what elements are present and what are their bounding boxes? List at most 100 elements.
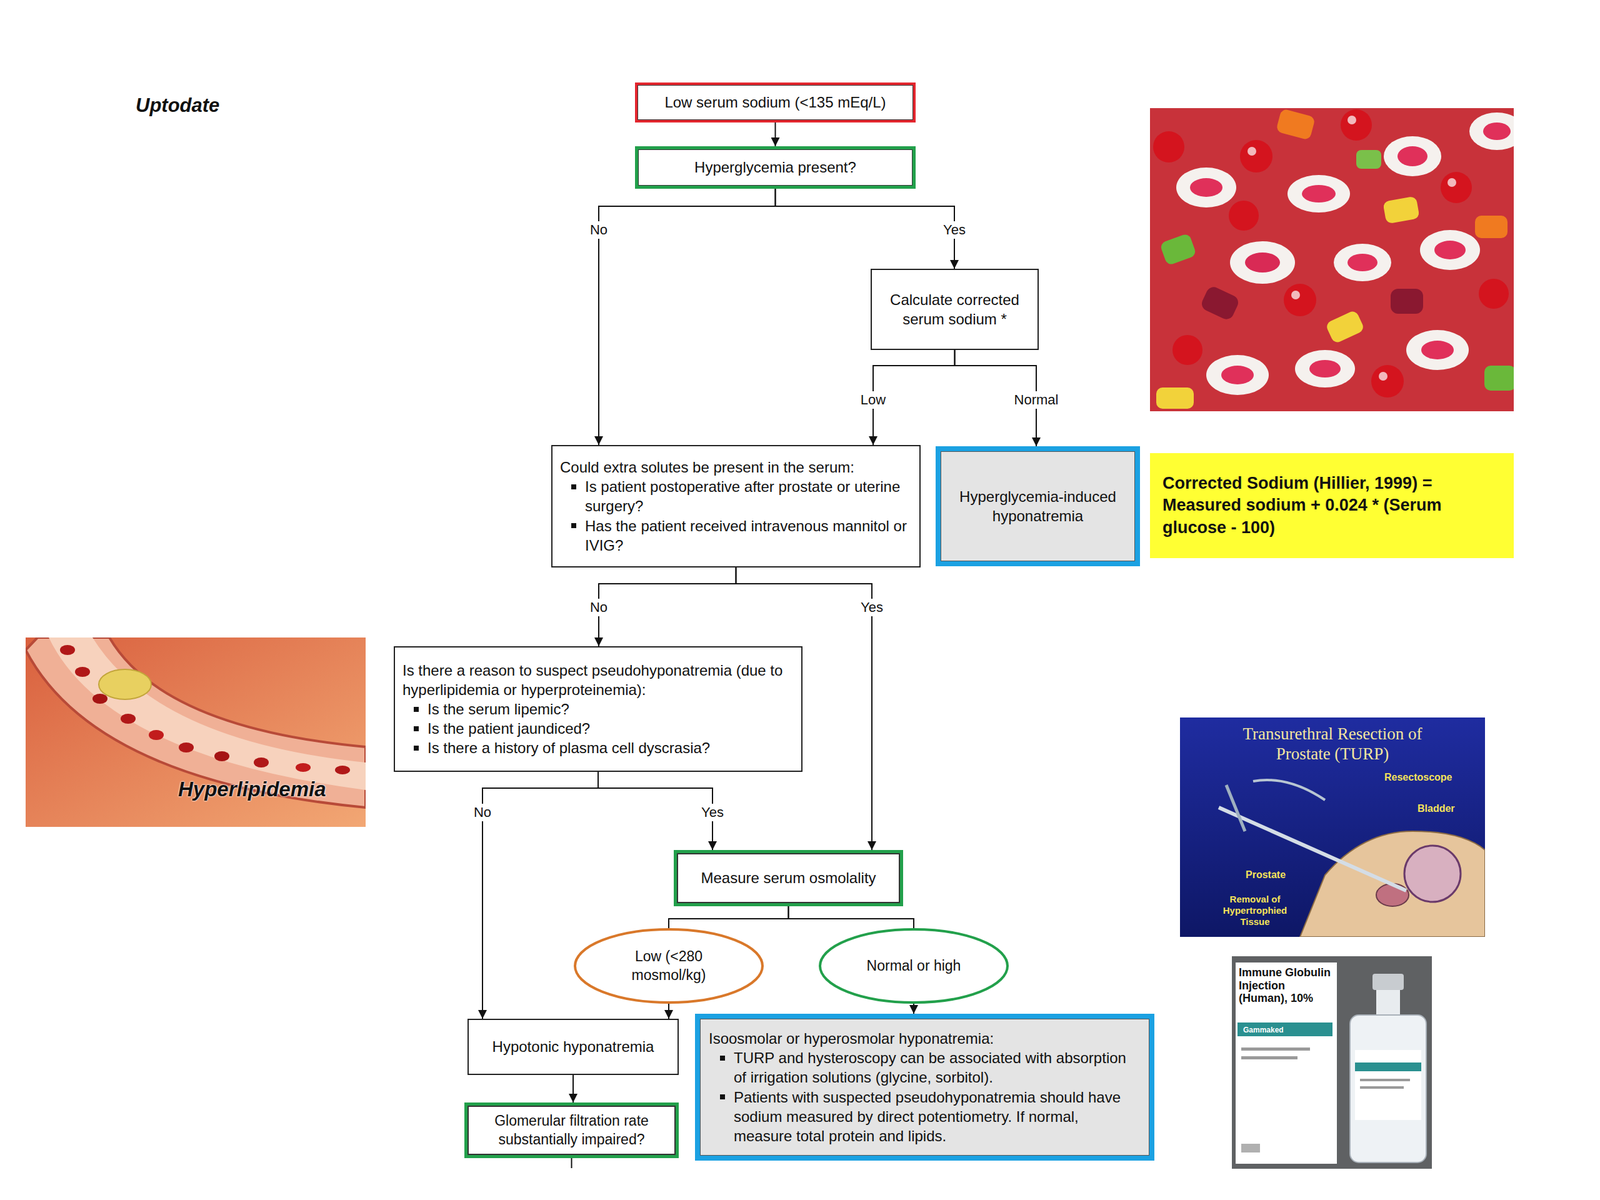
node-text: Hyperglycemia-induced hyponatremia	[959, 488, 1117, 525]
red-ball-sweet	[1440, 171, 1472, 204]
branch-label: Normal	[1010, 391, 1063, 409]
gummy-sweet	[1199, 284, 1241, 322]
text-block: Glomerular filtration rate substantially…	[472, 1111, 671, 1150]
resectoscope-shaft	[1218, 807, 1407, 891]
jelly-centre	[1483, 122, 1511, 140]
process-box: Glomerular filtration rate substantially…	[464, 1102, 679, 1159]
node-text: Glomerular filtration rate substantially…	[494, 1112, 649, 1148]
highlight	[1291, 290, 1300, 300]
gummy-sweet	[1275, 108, 1316, 140]
jelly-centre	[1397, 146, 1428, 167]
text-block: Corrected Sodium (Hillier, 1999) = Measu…	[1162, 472, 1502, 539]
process-box: Hypotonic hyponatremia	[467, 1018, 679, 1075]
blood-cell	[214, 751, 230, 762]
text-block: Low (<280 mosmol/kg)	[598, 947, 739, 985]
text-block: Measure serum osmolality	[684, 868, 893, 888]
bullet-item: Is there a history of plasma cell dyscra…	[402, 738, 794, 758]
flow-connector	[913, 1003, 915, 1014]
resectoscope-handle	[1226, 785, 1245, 832]
text-block: Hypotonic hyponatremia	[476, 1036, 670, 1057]
gummy-sweet	[1382, 196, 1420, 225]
highlight	[1378, 371, 1388, 381]
picture-caption: Bladder	[1417, 802, 1455, 815]
bullet-marker	[720, 1055, 725, 1061]
node-text: Low (<280 mosmol/kg)	[631, 948, 707, 984]
blood-cell	[295, 763, 311, 772]
jelly-sweet	[1295, 350, 1355, 388]
source-note: Uptodate	[135, 93, 220, 117]
ivig-picture	[1231, 956, 1432, 1169]
blood-cell	[253, 757, 269, 768]
bullet-marker	[720, 1094, 725, 1100]
blood-cell	[148, 730, 164, 740]
bullet-text: Is the serum lipemic?	[427, 700, 570, 718]
process-box: Hyperglycemia present?	[635, 146, 916, 189]
flow-connector	[598, 771, 713, 850]
jelly-sweet	[1206, 355, 1269, 395]
turp-picture	[1180, 717, 1485, 937]
branch-label: No	[586, 598, 612, 617]
picture-caption: Removal of Hypertrophied Tissue	[1217, 893, 1293, 928]
node-text: Could extra solutes be present in the se…	[560, 458, 855, 476]
bottle-body	[1350, 1015, 1427, 1163]
jelly-centre	[1301, 185, 1336, 203]
process-box: Low serum sodium (<135 mEq/L)	[635, 82, 916, 123]
branch-ellipse: Low (<280 mosmol/kg)	[573, 928, 764, 1004]
picture-caption: Transurethral Resection of Prostate (TUR…	[1220, 723, 1445, 765]
process-box: Is there a reason to suspect pseudohypon…	[393, 646, 803, 772]
jelly-centre	[1309, 360, 1341, 378]
bottle-label	[1355, 1050, 1422, 1120]
node-text: Low serum sodium (<135 mEq/L)	[664, 93, 886, 111]
candy-photo	[1150, 108, 1514, 412]
result-box: Hyperglycemia-induced hyponatremia	[935, 446, 1140, 567]
carton-logo	[1241, 1143, 1260, 1153]
bullet-marker	[571, 484, 577, 490]
fine-print	[1241, 1047, 1310, 1051]
plaque	[98, 669, 152, 700]
bullet-marker	[571, 523, 577, 529]
continuation-line	[571, 1158, 573, 1169]
jelly-sweet	[1230, 241, 1295, 284]
carton-band	[1237, 1022, 1333, 1037]
red-ball-sweet	[1283, 283, 1317, 317]
node-text: Calculate corrected serum sodium *	[890, 291, 1020, 328]
jelly-centre	[1421, 340, 1454, 360]
artery-lumen	[48, 637, 366, 790]
red-ball-sweet	[1172, 335, 1203, 365]
jelly-centre	[1434, 240, 1466, 260]
gummy-sweet	[1390, 288, 1424, 314]
branch-label: Low	[856, 391, 890, 409]
ellipse-outline	[573, 928, 764, 1004]
flow-connector	[598, 567, 737, 647]
flow-connector	[482, 771, 599, 1019]
red-ball-sweet	[1340, 109, 1372, 141]
ellipse-outline	[820, 929, 1008, 1003]
bullet-item: Is the patient jaundiced?	[402, 718, 794, 739]
flow-connector	[668, 906, 789, 929]
bullet-text: Is there a history of plasma cell dyscra…	[427, 739, 710, 757]
carton	[1235, 962, 1337, 1164]
branch-label: Yes	[697, 803, 728, 822]
process-box: Could extra solutes be present in the se…	[551, 445, 921, 568]
formula-box: Corrected Sodium (Hillier, 1999) = Measu…	[1150, 453, 1514, 559]
branch-label: No	[470, 803, 495, 822]
ellipse-outline	[575, 929, 763, 1003]
jelly-centre	[1347, 253, 1378, 272]
artery-picture	[25, 637, 366, 827]
process-box: Calculate corrected serum sodium *	[870, 268, 1039, 350]
node-text: Normal or high	[866, 957, 962, 974]
red-ball-sweet	[1228, 200, 1259, 231]
red-ball-sweet	[1240, 140, 1273, 173]
fine-print	[1360, 1086, 1404, 1089]
bullet-text: TURP and hysteroscopy can be associated …	[733, 1049, 1127, 1086]
gummy-sweet	[1159, 233, 1197, 267]
bullet-marker	[413, 745, 419, 751]
blood-cell	[120, 713, 136, 724]
bullet-item: Has the patient received intravenous man…	[560, 516, 912, 555]
flow-connector	[668, 1003, 670, 1019]
node-text: Hypotonic hyponatremia	[492, 1038, 655, 1055]
gummy-sweet	[1475, 215, 1508, 239]
picture-caption: Immune Globulin Injection (Human), 10%	[1238, 966, 1333, 1005]
blood-cell	[75, 666, 90, 677]
node-text: Corrected Sodium (Hillier, 1999) = Measu…	[1162, 473, 1442, 537]
